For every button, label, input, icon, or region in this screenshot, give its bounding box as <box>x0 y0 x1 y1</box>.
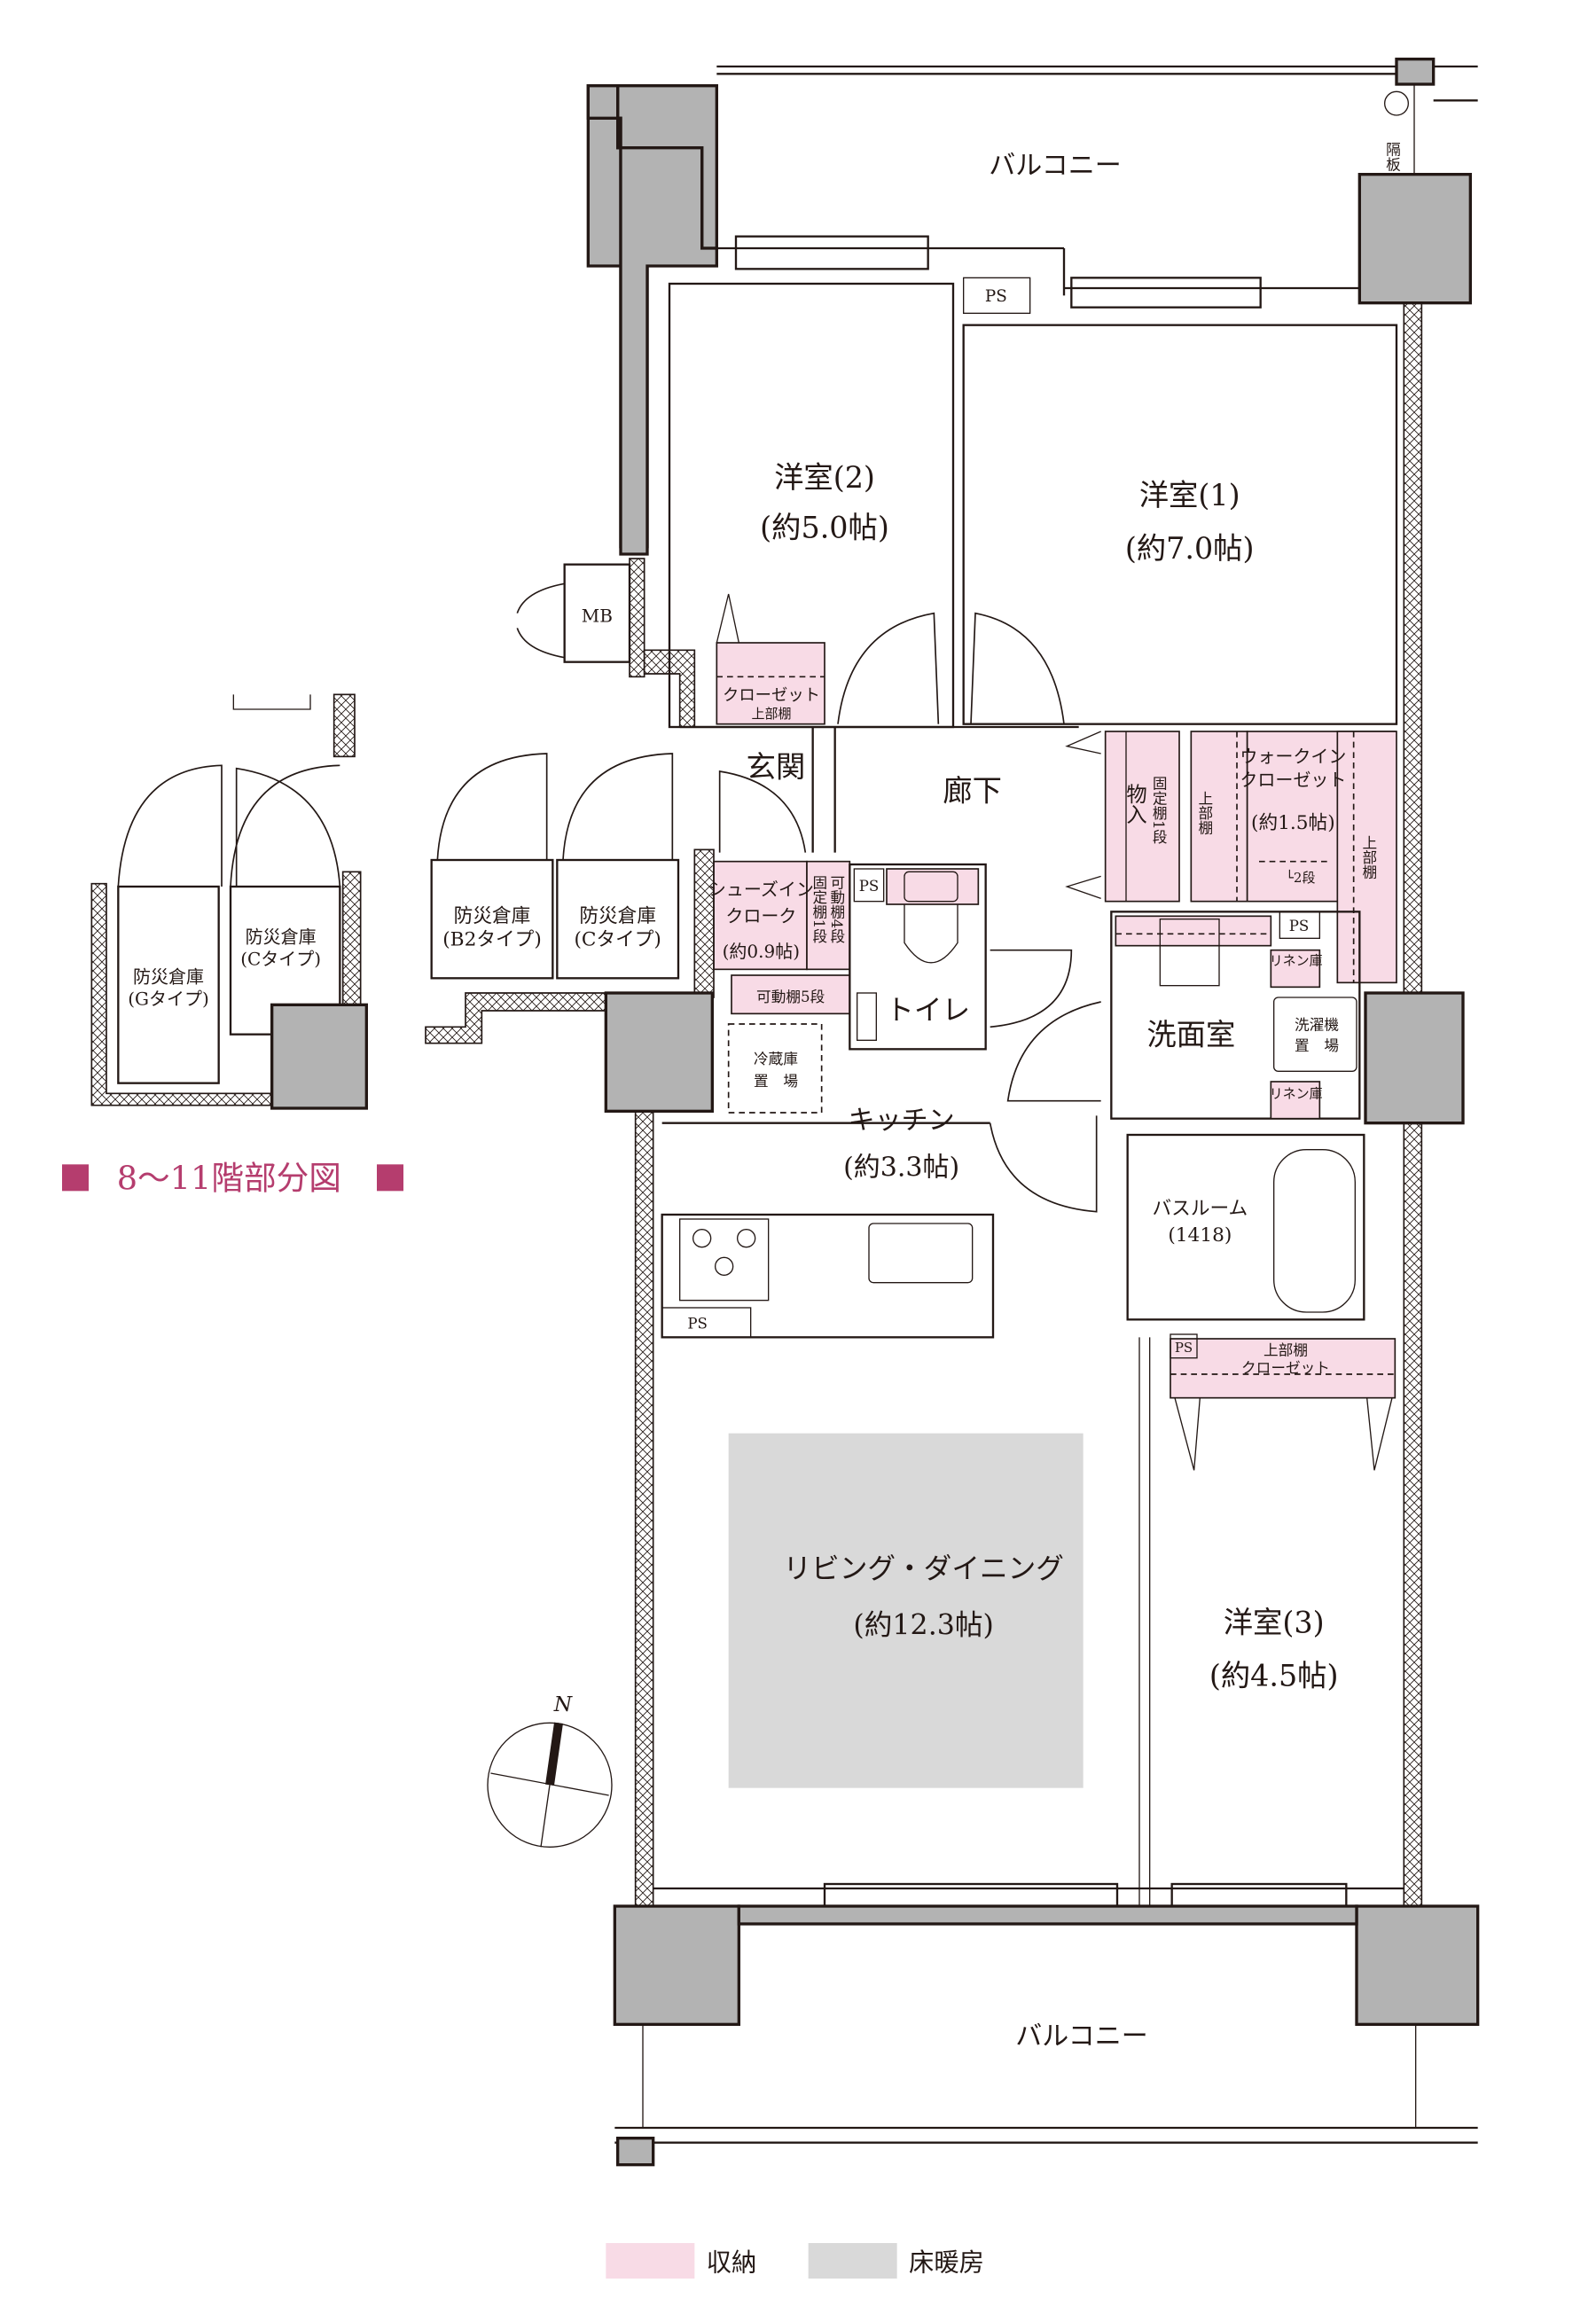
svg-text:リネン庫: リネン庫 <box>1270 1085 1323 1101</box>
title-marker-right <box>377 1164 403 1192</box>
wall-right <box>1403 301 1423 996</box>
living-size: (約12.3帖) <box>853 1609 994 1641</box>
svg-text:洋室(1): 洋室(1) <box>1139 478 1240 512</box>
legend-floor-heating-label: 床暖房 <box>909 2248 984 2278</box>
svg-text:PS: PS <box>859 878 880 895</box>
svg-text:クローゼット: クローゼット <box>1241 1359 1330 1376</box>
pillar <box>613 1904 740 2027</box>
fridge-space <box>727 1023 823 1114</box>
svg-text:洋室(2): 洋室(2) <box>774 460 875 495</box>
balcony-bottom-label: バルコニー <box>1015 2021 1147 2052</box>
svg-text:PS: PS <box>1289 918 1310 934</box>
partition-label: 隔板 <box>1384 142 1401 172</box>
svg-text:クローゼット: クローゼット <box>1240 770 1346 791</box>
svg-text:冷蔵庫: 冷蔵庫 <box>754 1051 798 1067</box>
svg-text:└2段: └2段 <box>1286 869 1316 886</box>
floor-heating-area <box>728 1433 1084 1788</box>
svg-text:(1418): (1418) <box>1168 1224 1232 1247</box>
entrance-door[interactable] <box>718 770 807 853</box>
washroom: PS リネン庫 洗面室 洗濯機 置 場 リネン庫 <box>1006 911 1361 1120</box>
legend-swatch-floor-heating <box>808 2243 897 2279</box>
svg-text:置 場: 置 場 <box>1295 1037 1339 1054</box>
svg-text:(約7.0帖): (約7.0帖) <box>1125 531 1255 566</box>
balcony-top: 隔板 バルコニー <box>586 58 1478 556</box>
shoes-in-closet: シューズイン クローク (約0.9帖) 固定棚1段 可動棚4段 可動棚5段 <box>708 860 851 1015</box>
room-western-3-size: (約4.5帖) <box>1209 1659 1339 1693</box>
svg-text:クローク: クローク <box>725 905 796 926</box>
svg-text:上部棚: 上部棚 <box>1264 1341 1308 1358</box>
disaster-storage-b2: 防災倉庫 (B2タイプ) <box>430 753 554 980</box>
entrance-label: 玄関 <box>747 750 806 785</box>
svg-text:物入: 物入 <box>1123 783 1147 825</box>
corridor-label: 廊下 <box>943 773 1002 808</box>
svg-text:上部棚: 上部棚 <box>1196 790 1213 835</box>
room-western-1: 洋室(1) (約7.0帖) <box>962 324 1398 725</box>
kitchen-door[interactable] <box>989 1115 1098 1213</box>
svg-text:クローゼット: クローゼット <box>723 686 820 705</box>
wall-right-lower <box>1403 1122 1423 1907</box>
svg-text:固定棚1段: 固定棚1段 <box>1150 776 1167 844</box>
svg-text:ウォークイン: ウォークイン <box>1240 746 1346 767</box>
svg-text:MB: MB <box>582 606 613 627</box>
svg-text:可動棚4段: 可動棚4段 <box>828 875 845 943</box>
svg-text:(約5.0帖): (約5.0帖) <box>760 511 889 545</box>
closet-western-3: PS 上部棚 クローゼット <box>1170 1333 1396 1471</box>
svg-text:置 場: 置 場 <box>754 1073 798 1090</box>
svg-text:防災倉庫: 防災倉庫 <box>579 905 656 927</box>
svg-text:シューズイン: シューズイン <box>708 879 814 900</box>
legend: 収納 床暖房 <box>606 2243 984 2279</box>
bathroom: バスルーム (1418) <box>1126 1133 1365 1321</box>
legend-swatch-storage <box>606 2243 695 2279</box>
compass-north: N <box>553 1692 574 1716</box>
room-western-3-name: 洋室(3) <box>1224 1606 1325 1640</box>
legend-storage-label: 収納 <box>707 2248 757 2278</box>
svg-text:(Cタイプ): (Cタイプ) <box>240 948 321 969</box>
svg-text:リネン庫: リネン庫 <box>1270 952 1323 968</box>
wall-left-lower <box>634 1110 654 1907</box>
svg-text:バスルーム: バスルーム <box>1153 1198 1248 1220</box>
svg-text:防災倉庫: 防災倉庫 <box>454 905 531 927</box>
balcony-top-label: バルコニー <box>989 151 1121 182</box>
door-western-1[interactable] <box>970 612 1065 724</box>
kitchen: キッチン (約3.3帖) PS <box>661 1105 1098 1339</box>
title-marker-left <box>62 1164 89 1192</box>
toilet-room: PS トイレ <box>849 863 1073 1051</box>
living-name: リビング・ダイニング <box>783 1553 1064 1585</box>
svg-text:上部棚: 上部棚 <box>751 706 791 722</box>
toilet-door[interactable] <box>990 949 1073 1028</box>
svg-text:(約1.5帖): (約1.5帖) <box>1251 812 1335 834</box>
svg-text:(Cタイプ): (Cタイプ) <box>574 929 661 951</box>
svg-text:可動棚5段: 可動棚5段 <box>756 989 825 1005</box>
svg-text:洗濯機: 洗濯機 <box>1295 1017 1339 1034</box>
svg-text:防災倉庫: 防災倉庫 <box>133 965 204 987</box>
pillar <box>1355 1904 1480 2027</box>
partial-plan-title: 8〜11階部分図 <box>117 1160 341 1198</box>
svg-text:(約0.9帖): (約0.9帖) <box>723 941 800 962</box>
closet-western-2: クローゼット 上部棚 <box>716 593 825 725</box>
door-western-2[interactable] <box>837 612 940 724</box>
svg-text:防災倉庫: 防災倉庫 <box>246 926 317 947</box>
wall-left-upper <box>629 558 645 678</box>
ps-label-top: PS <box>985 287 1007 306</box>
partial-plan-8-11f: 防災倉庫 (Gタイプ) 防災倉庫 (Cタイプ) <box>90 693 368 1110</box>
svg-text:PS: PS <box>687 1315 708 1332</box>
compass: N <box>487 1692 613 1848</box>
svg-text:キッチン: キッチン <box>849 1105 955 1136</box>
washroom-door[interactable] <box>1006 1001 1101 1102</box>
svg-text:洗面室: 洗面室 <box>1146 1017 1235 1051</box>
svg-text:上部棚: 上部棚 <box>1360 834 1377 879</box>
pillar <box>604 991 714 1113</box>
room-western-2: 洋室(2) (約5.0帖) <box>668 282 955 729</box>
walkin-closet: 物入 固定棚1段 上部棚 ウォークイン クローゼット (約1.5帖) └2段 上… <box>1104 731 1397 984</box>
svg-text:(B2タイプ): (B2タイプ) <box>442 929 542 951</box>
pillar <box>1364 991 1465 1125</box>
svg-text:PS: PS <box>1175 1340 1193 1356</box>
svg-text:(約3.3帖): (約3.3帖) <box>843 1153 959 1184</box>
meter-box <box>563 563 631 663</box>
disaster-storage-c: 防災倉庫 (Cタイプ) <box>556 753 680 980</box>
svg-text:(Gタイプ): (Gタイプ) <box>128 988 209 1009</box>
svg-text:固定棚1段: 固定棚1段 <box>810 875 827 943</box>
svg-text:トイレ: トイレ <box>886 995 970 1027</box>
